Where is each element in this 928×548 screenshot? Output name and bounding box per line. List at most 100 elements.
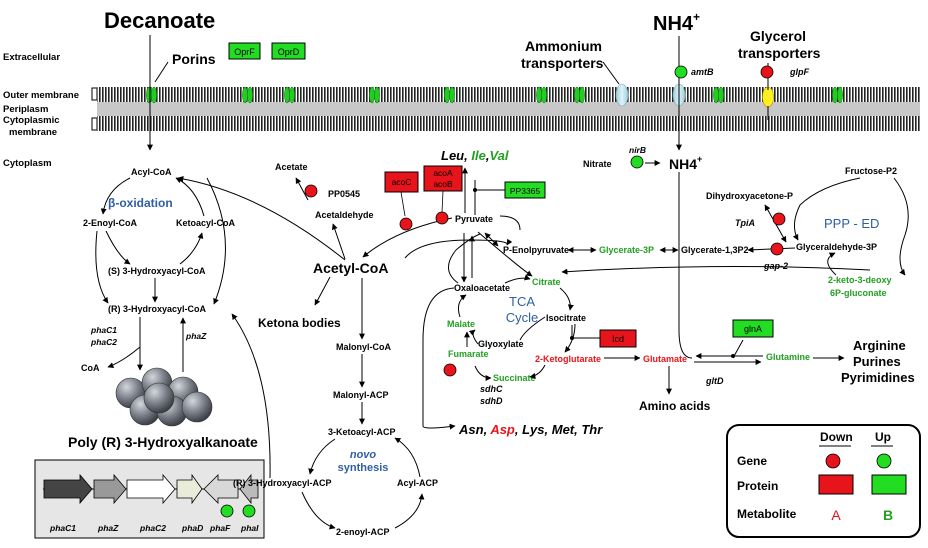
malonyl-acp-label: Malonyl-ACP	[333, 390, 389, 400]
acetylcoa-to-ketona-arrow	[314, 276, 331, 306]
kdpg-to-g3p-arrow	[827, 252, 837, 276]
phaC2-gene-label: phaC2	[90, 337, 117, 347]
oprF-protein-box	[228, 42, 261, 60]
glycerate-3p-label: Glycerate-3P	[599, 245, 654, 255]
acoA-label: acoA	[433, 168, 453, 178]
isocitrate-glyoxylate-link	[519, 316, 546, 341]
zone-outer-membrane: Outer membrane	[3, 90, 79, 101]
acoC-gene-down	[399, 217, 413, 231]
pyruvate-to-citrate-arrow	[477, 231, 533, 277]
shydroxy-to-ketoacyl-arrow	[179, 232, 204, 265]
fructose-to-g3p-arrow	[792, 177, 861, 241]
legend-protein-label: Protein	[737, 479, 778, 493]
acyl-coa-label: Acyl-CoA	[131, 167, 172, 177]
citrate-to-isocitrate-arrow	[559, 287, 574, 311]
arginine-label: Arginine	[853, 338, 906, 353]
pep-to-pyruvate-arrow	[484, 232, 499, 247]
glycerate-13p2-label: Glycerate-1,3P2	[681, 245, 749, 255]
glutamate-label: Glutamate	[643, 354, 687, 364]
acylcoa-to-enoylcoa-arrow	[100, 177, 131, 215]
phaF-gene-arrow	[203, 474, 239, 504]
dhap-label: Dihydroxyacetone-P	[706, 191, 793, 201]
enoylcoa-to-rhydroxy-arrow	[95, 230, 109, 304]
oprD-label: OprD	[278, 47, 300, 57]
leu-ile-val-label: Leu, Ile,Val	[441, 148, 509, 163]
acetaldehyde-to-acetate-arrow	[295, 177, 309, 201]
r-hydroxyacyl-acp-label: (R) 3-Hydroxyacyl-ACP	[233, 478, 332, 488]
ketoacylacp-to-rhydroxyacp-arrow	[308, 438, 336, 475]
legend-gene-label: Gene	[737, 454, 767, 468]
pha-title: Poly (R) 3-Hydroxyalkanoate	[68, 434, 258, 450]
malate-label: Malate	[447, 319, 475, 329]
pha-granule	[115, 367, 213, 427]
legend-metabolite-down-swatch: A	[831, 507, 841, 523]
asn-asp-label: Asn, Asp, Lys, Met, Thr	[458, 422, 603, 437]
glnA-label: glnA	[744, 324, 762, 334]
s-hydroxyacyl-coa-label: (S) 3-Hydroxyacyl-CoA	[108, 266, 206, 276]
kdpg-label-1: 2-keto-3-deoxy	[828, 275, 892, 285]
membrane-layers	[91, 87, 920, 131]
legend-gene-up-swatch	[876, 453, 892, 469]
acoB-label: acoB	[433, 179, 453, 189]
glpF-gene-down	[760, 65, 774, 79]
zone-cytoplasmic-1: Cytoplasmic	[3, 115, 60, 126]
periplasm-band	[97, 102, 920, 116]
legend-down-label: Down	[820, 430, 853, 444]
ammonium-pointer	[602, 61, 620, 85]
coa-label: CoA	[81, 363, 100, 373]
zone-cytoplasm: Cytoplasm	[3, 158, 52, 169]
acoAB-protein-box	[423, 165, 463, 192]
ppp-ed-title: PPP - ED	[824, 216, 879, 231]
ketoglutarate-label: 2-Ketoglutarate	[535, 354, 601, 364]
ammonium-label-1: Ammonium	[525, 38, 602, 54]
glnA-protein-box	[732, 319, 774, 338]
acetaldehyde-label: Acetaldehyde	[315, 210, 374, 220]
nirB-label: nirB	[629, 145, 646, 155]
r-hydroxyacyl-coa-label: (R) 3-Hydroxyacyl-CoA	[108, 304, 207, 314]
g3p-label: Glyceraldehyde-3P	[796, 242, 877, 252]
glyoxylate-to-malate-arrow	[468, 329, 479, 345]
synthesis-label: synthesis	[338, 462, 389, 474]
oxaloacetate-to-citrate-arrow	[504, 274, 531, 284]
nh4-to-glutamate-line	[678, 172, 693, 359]
fumarate-succinate-arrow	[474, 365, 492, 381]
oxaloacetate-to-asn-arrow	[422, 287, 456, 430]
icd-protein-box	[599, 329, 637, 348]
ketoacyl-acp-label: 3-Ketoacyl-ACP	[328, 427, 396, 437]
operon-label-phaZ: phaZ	[97, 523, 119, 533]
sdh-gene-down	[443, 363, 457, 377]
ammonium-label-2: transporters	[521, 55, 604, 71]
porins-label: Porins	[172, 51, 216, 67]
acetate-label: Acetate	[275, 162, 308, 172]
pp0545-label: PP0545	[328, 189, 360, 199]
acetylcoa-to-pep-connector	[404, 238, 513, 259]
isocitrate-label: Isocitrate	[546, 313, 586, 323]
purines-label: Purines	[853, 354, 901, 369]
citrate-label: Citrate	[532, 277, 561, 287]
coa-release-arrow	[107, 346, 141, 369]
phaD-gene-arrow	[176, 473, 203, 505]
glycerol-label-1: Glycerol	[750, 28, 806, 44]
operon-label-phaI: phaI	[240, 523, 259, 533]
novo-label: novo	[350, 449, 377, 461]
phaZ-gene-arrow	[93, 473, 127, 505]
cytoplasmic-membrane	[97, 116, 920, 131]
glutamine-label: Glutamine	[766, 352, 810, 362]
nh4-inside-label: NH4+	[669, 154, 702, 172]
tpiA-gene-down	[772, 212, 786, 226]
legend-up-label: Up	[875, 430, 891, 444]
porins-pointer	[154, 61, 169, 83]
amino-acids-label: Amino acids	[639, 399, 711, 413]
pyruvate-pep-link	[499, 215, 521, 231]
acetylcoa-to-acylcoa-arrow	[177, 175, 346, 261]
glyoxylate-label: Glyoxylate	[478, 339, 524, 349]
acylcoa-to-rhydroxy-arrow	[206, 177, 226, 305]
oxaloacetate-pyruvate-loop	[448, 233, 481, 284]
operon-label-phaC1: phaC1	[49, 523, 76, 533]
gltD-label: gltD	[705, 376, 724, 386]
acoAB-gene-down	[435, 211, 449, 225]
nh4-outside-label: NH4+	[653, 10, 700, 35]
legend-metabolite-up-swatch: B	[883, 507, 893, 523]
ketoacyl-coa-label: Ketoacyl-CoA	[176, 218, 236, 228]
